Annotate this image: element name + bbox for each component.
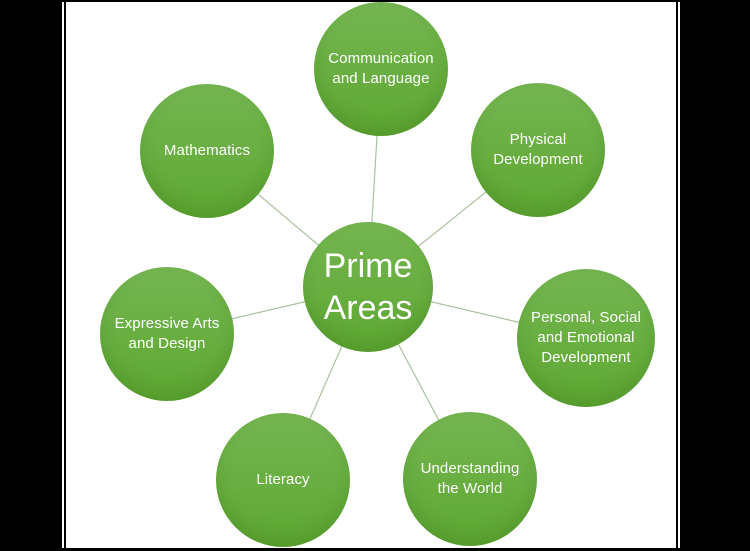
node-label-physical-development: Physical Development xyxy=(493,131,583,168)
node-label-understanding-the-world: Understanding the World xyxy=(420,460,520,497)
frame-line-bottom xyxy=(0,548,750,551)
frame-line-right xyxy=(676,0,678,551)
pillarbox-bar-right xyxy=(680,0,750,551)
frame-line-left xyxy=(64,0,66,551)
node-label-expressive-arts-and-design: Expressive Arts and Design xyxy=(114,315,220,352)
node-understanding-the-world: Understanding the World xyxy=(403,412,537,546)
node-expressive-arts-and-design: Expressive Arts and Design xyxy=(100,267,234,401)
node-communication-and-language: Communication and Language xyxy=(314,2,448,136)
hub-node-prime-areas: Prime Areas xyxy=(303,222,433,352)
node-literacy: Literacy xyxy=(216,413,350,547)
pillarbox-bar-left xyxy=(0,0,62,551)
node-mathematics: Mathematics xyxy=(140,84,274,218)
node-label-communication-and-language: Communication and Language xyxy=(328,50,434,87)
node-label-literacy: Literacy xyxy=(256,471,310,489)
frame-line-top xyxy=(0,0,750,2)
hub-label: Prime Areas xyxy=(323,246,413,328)
node-physical-development: Physical Development xyxy=(471,83,605,217)
node-personal-social-and-emotional-development: Personal, Social and Emotional Developme… xyxy=(517,269,655,407)
node-label-personal-social-and-emotional-development: Personal, Social and Emotional Developme… xyxy=(531,309,641,366)
node-label-mathematics: Mathematics xyxy=(163,142,251,160)
